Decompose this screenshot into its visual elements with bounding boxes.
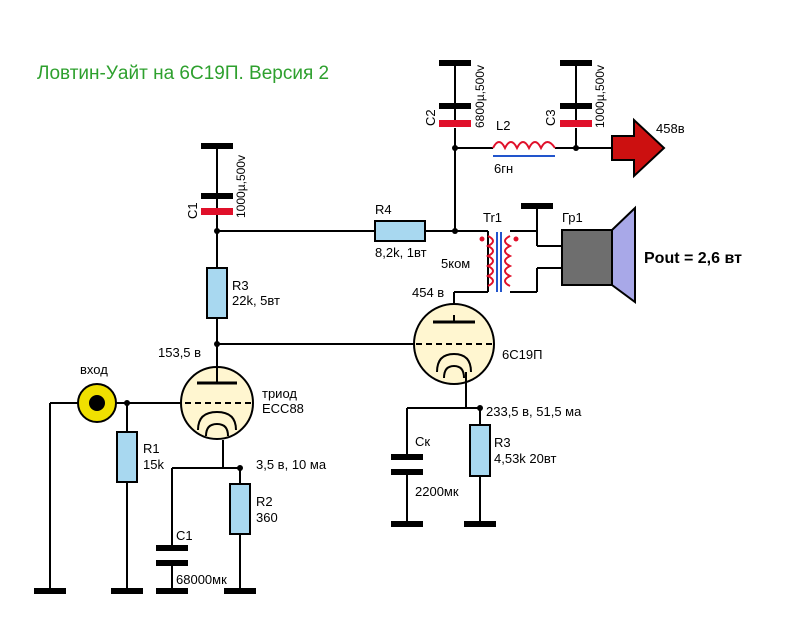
ground-r2 xyxy=(224,588,256,594)
voltage-triode-anode: 153,5 в xyxy=(158,345,201,360)
ground-c1-top xyxy=(201,143,233,149)
resistor-r2 xyxy=(229,483,251,535)
schematic-title: Ловтин-Уайт на 6С19П. Версия 2 xyxy=(37,63,329,84)
r4-name: R4 xyxy=(375,202,392,217)
voltage-triode-cathode: 3,5 в, 10 ма xyxy=(256,457,327,472)
ground-c2-top xyxy=(439,60,471,66)
r2-name: R2 xyxy=(256,494,273,509)
voltage-tube2-cathode: 233,5 в, 51,5 ма xyxy=(486,404,582,419)
r3b-value: 4,53k 20вт xyxy=(494,451,556,466)
transformer-tr1 xyxy=(479,232,519,292)
ground-ck xyxy=(391,521,423,527)
triode-ecc88-tube xyxy=(180,365,254,440)
r4-value: 8,2k, 1вт xyxy=(375,245,427,260)
ground-r1 xyxy=(111,588,143,594)
ground-c1b xyxy=(156,588,188,594)
input-jack-icon xyxy=(77,383,117,423)
c1b-name: C1 xyxy=(176,528,193,543)
resistor-r3b xyxy=(469,424,491,477)
speaker-name: Гр1 xyxy=(562,210,583,225)
c2-name: C2 xyxy=(423,109,438,126)
tube2-type: 6С19П xyxy=(502,347,542,362)
capacitor-c2 xyxy=(439,103,471,127)
capacitor-c1b xyxy=(156,545,188,566)
supply-arrow-icon xyxy=(611,117,666,179)
capacitor-ck xyxy=(391,454,423,475)
ground-r3b xyxy=(464,521,496,527)
l2-value: 6гн xyxy=(494,161,513,176)
triode-type-line1: триод xyxy=(262,386,297,401)
l2-name: L2 xyxy=(496,118,510,133)
r1-name: R1 xyxy=(143,441,160,456)
resistor-r4 xyxy=(374,220,426,242)
junction-dots xyxy=(124,145,579,471)
output-power: Pout = 2,6 вт xyxy=(644,250,742,267)
resistor-r3 xyxy=(206,267,228,319)
voltage-tube2-anode: 454 в xyxy=(412,285,444,300)
r3-value: 22k, 5вт xyxy=(232,293,280,308)
c1-name: C1 xyxy=(185,202,200,219)
ground-symbols xyxy=(34,60,592,594)
ck-value: 2200мк xyxy=(415,484,459,499)
inductor-l2 xyxy=(492,141,556,157)
r2-value: 360 xyxy=(256,510,278,525)
c1b-value: 68000мк xyxy=(176,572,227,587)
tube-6s19p xyxy=(413,303,495,385)
c3-value: 1000µ,500v xyxy=(593,65,607,128)
speaker-gr1 xyxy=(561,205,636,304)
c3-name: C3 xyxy=(543,109,558,126)
c2-value: 6800µ,500v xyxy=(473,65,487,128)
ground-c3-top xyxy=(560,60,592,66)
r3b-name: R3 xyxy=(494,435,511,450)
triode-type-line2: ECC88 xyxy=(262,401,304,416)
r1-value: 15k xyxy=(143,457,164,472)
r3-name: R3 xyxy=(232,278,249,293)
tr1-value: 5ком xyxy=(441,256,470,271)
tr1-name: Tr1 xyxy=(483,210,502,225)
capacitor-c3 xyxy=(560,103,592,127)
ck-name: Ск xyxy=(415,434,430,449)
ground-input xyxy=(34,588,66,594)
resistor-r1 xyxy=(116,431,138,483)
capacitor-c1 xyxy=(201,193,233,215)
ground-speaker xyxy=(521,203,553,209)
input-label: вход xyxy=(80,362,108,377)
voltage-supply: 458в xyxy=(656,121,685,136)
c1-value: 1000µ,500v xyxy=(234,155,248,218)
